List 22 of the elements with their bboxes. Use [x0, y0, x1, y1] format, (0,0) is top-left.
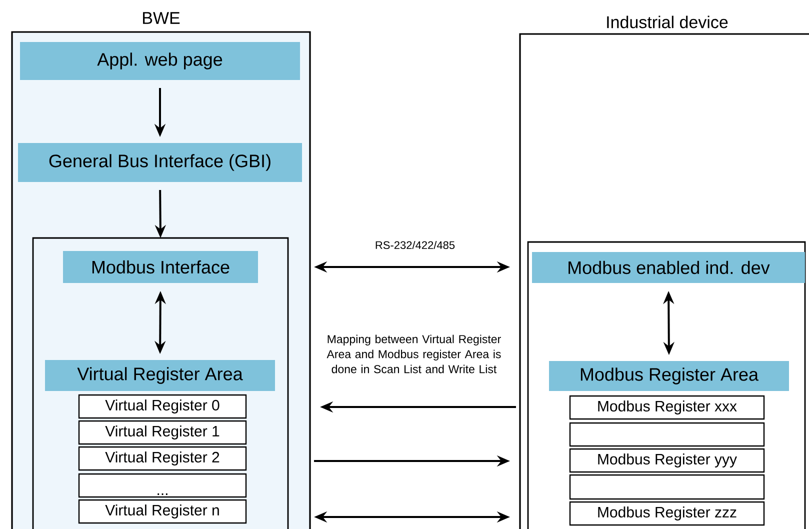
register-box: Virtual Register 2	[78, 446, 247, 471]
layer-band: Modbus enabled ind. dev	[532, 252, 805, 283]
layer-band: Modbus Interface	[63, 251, 258, 283]
interface-frame	[527, 241, 806, 529]
layer-band: General Bus Interface (GBI)	[18, 143, 302, 182]
layer-band: Virtual Register Area	[45, 360, 275, 391]
note-text: Mapping between Virtual Register Area and Modbus register Area is done in Scan List and Write List	[326, 334, 501, 374]
panel-title: Industrial device	[607, 16, 728, 28]
register-box: Virtual Register 1	[78, 420, 247, 445]
register-box: Modbus Register yyy	[569, 448, 765, 473]
layer-band: Modbus Register Area	[549, 361, 789, 391]
layer-band: Appl. web page	[20, 42, 300, 80]
interface-frame	[32, 237, 289, 529]
register-box: Virtual Register n	[78, 499, 247, 524]
register-box: Modbus Register xxx	[569, 395, 765, 420]
register-box: ...	[78, 473, 247, 498]
empty-register-box	[569, 474, 765, 500]
register-box: Modbus Register zzz	[569, 501, 765, 526]
empty-register-box	[569, 422, 765, 447]
edge-label: RS-232/422/485	[374, 240, 456, 250]
panel-title: BWE	[143, 12, 180, 24]
register-box: Virtual Register 0	[78, 394, 247, 419]
